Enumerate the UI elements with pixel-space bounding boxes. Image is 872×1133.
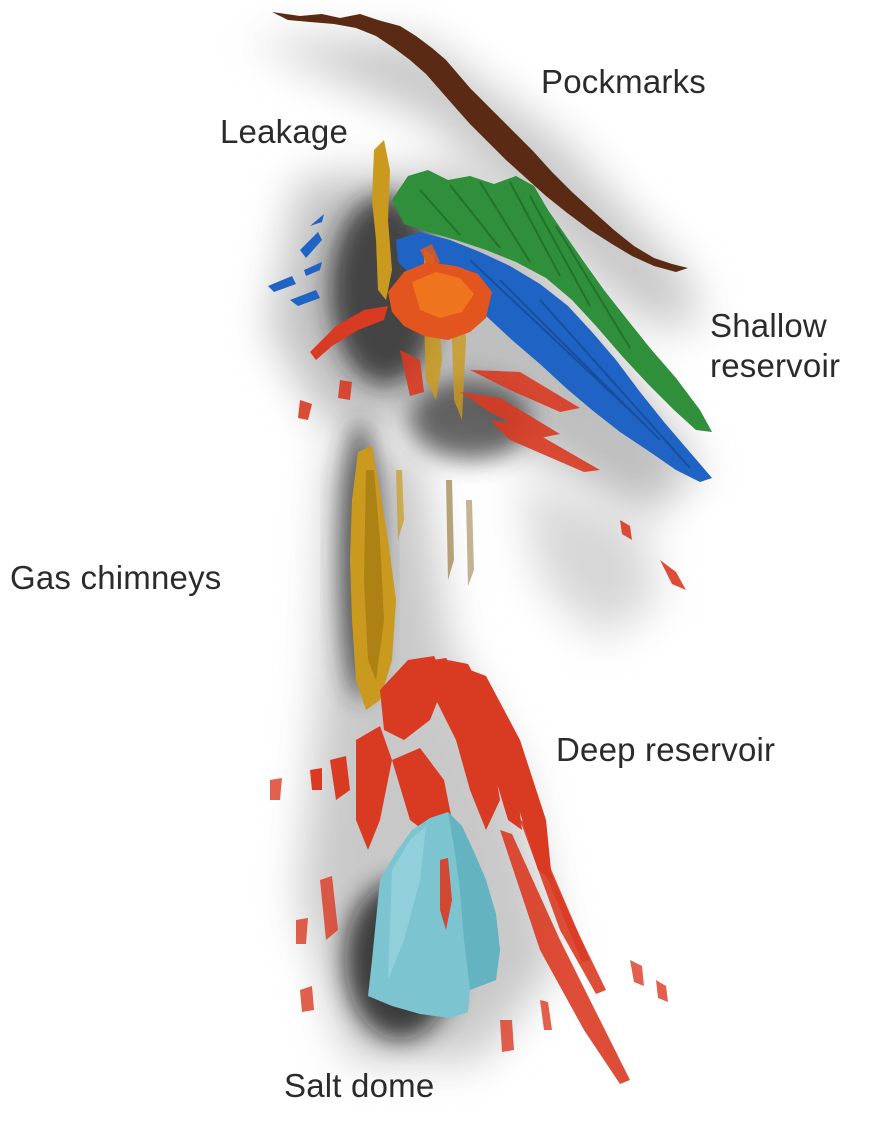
label-pockmarks: Pockmarks bbox=[541, 62, 706, 102]
label-gas-chimneys: Gas chimneys bbox=[10, 558, 221, 598]
label-deep-reservoir: Deep reservoir bbox=[556, 730, 775, 770]
label-shallow-reservoir-line1: Shallow bbox=[710, 307, 827, 344]
label-leakage: Leakage bbox=[220, 112, 348, 152]
label-salt-dome: Salt dome bbox=[284, 1066, 434, 1106]
label-shallow-reservoir-line2: reservoir bbox=[710, 346, 840, 386]
label-shallow-reservoir: Shallow reservoir bbox=[710, 306, 840, 386]
